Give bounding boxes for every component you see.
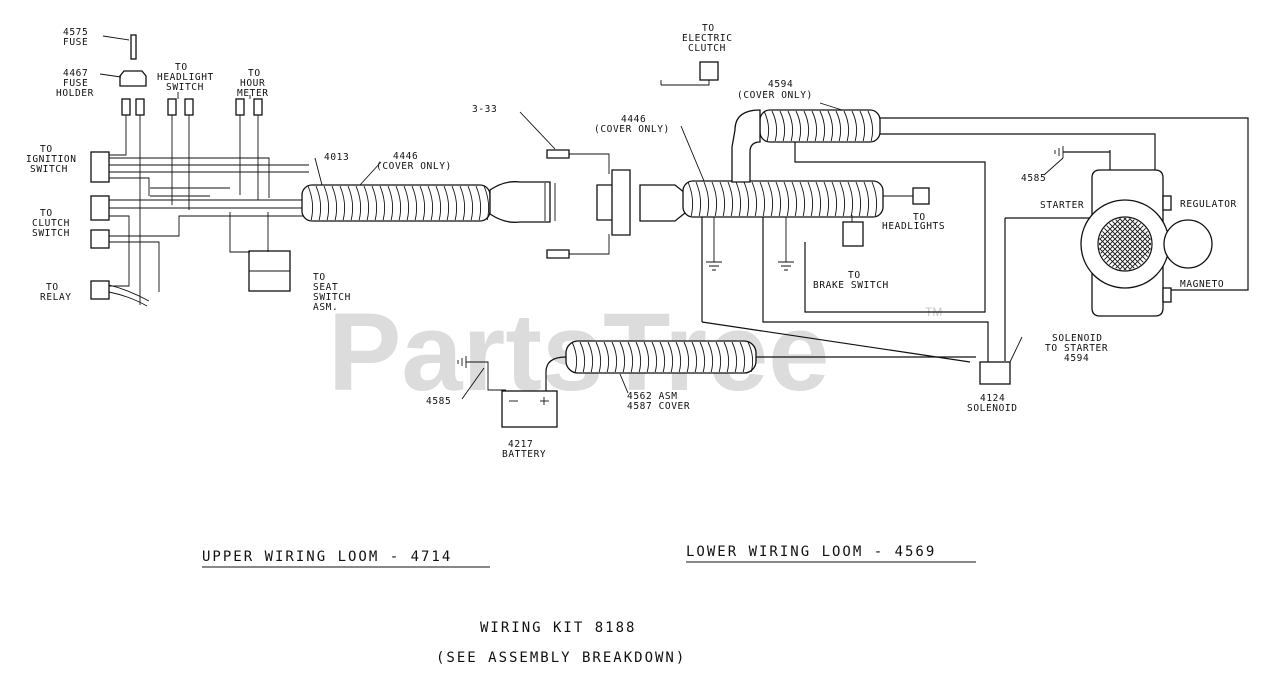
label-sol-starter-l1: SOLENOID (1052, 333, 1103, 344)
label-battery-cable-l2: 4587 COVER (627, 401, 690, 412)
label-battery-ground: 4585 (426, 396, 451, 407)
label-upper-cover-note: (COVER ONLY) (376, 161, 452, 172)
upper-coil-harness (301, 157, 556, 223)
label-ground-top: 4585 (1021, 173, 1046, 184)
label-regulator: REGULATOR (1180, 199, 1237, 210)
screws (519, 111, 610, 259)
label-fuse-num: 4575 (63, 27, 88, 38)
label-headlight-l3: SWITCH (166, 82, 204, 93)
fuse (102, 34, 137, 60)
label-clutch-electric-l1: TO (702, 23, 715, 34)
label-ignition-l2: IGNITION (26, 154, 77, 165)
title-kit: WIRING KIT 8188 (480, 620, 636, 636)
label-sol-starter-l3: 4594 (1064, 353, 1089, 364)
fuse-holder (99, 70, 147, 87)
label-solenoid-name: SOLENOID (967, 403, 1018, 414)
title-lower-loom: LOWER WIRING LOOM - 4569 (686, 544, 936, 560)
label-clutch-l1: TO (40, 208, 53, 219)
label-magneto: MAGNETO (1180, 279, 1224, 290)
label-solenoid-num: 4124 (980, 393, 1005, 404)
label-hour-meter-l3: METER (237, 88, 269, 99)
ground-symbols (706, 217, 794, 271)
label-lower-cover-note: (COVER ONLY) (594, 124, 670, 135)
label-fuse-name: FUSE (63, 37, 88, 48)
label-battery-num: 4217 (508, 439, 533, 450)
label-seat-l3: SWITCH (313, 292, 351, 303)
label-hour-meter-l1: TO (248, 68, 261, 79)
labels: 4575 FUSE 4467 FUSE HOLDER TO HEADLIGHT … (26, 23, 1237, 460)
electric-clutch-connector (660, 61, 719, 86)
label-grommet: 4013 (324, 152, 349, 163)
label-seat-l2: SEAT (313, 282, 338, 293)
label-clutch-l2: CLUTCH (32, 218, 70, 229)
clutch-switch-connector (90, 195, 110, 249)
label-headlight-l2: HEADLIGHT (157, 72, 214, 83)
relay-connector (90, 280, 150, 307)
headlight-switch-connectors (121, 92, 194, 116)
battery-body (501, 390, 558, 428)
label-fuse-holder-l2: HOLDER (56, 88, 94, 99)
label-ignition-l1: TO (40, 144, 53, 155)
seat-switch-connector (248, 250, 291, 292)
label-starter: STARTER (1040, 200, 1084, 211)
label-starter-cover-note: (COVER ONLY) (737, 90, 813, 101)
label-clutch-electric-l2: ELECTRIC (682, 33, 733, 44)
title-upper-loom: UPPER WIRING LOOM - 4714 (202, 549, 452, 565)
title-see: (SEE ASSEMBLY BREAKDOWN) (436, 650, 686, 666)
label-screw: 3-33 (472, 104, 497, 115)
label-upper-cover-num: 4446 (393, 151, 418, 162)
label-headlight-l1: TO (175, 62, 188, 73)
upper-harness-wires (109, 115, 309, 305)
battery-cable (545, 340, 976, 394)
center-plug (596, 169, 686, 236)
solenoid-body (979, 336, 1023, 385)
starter-coil-harness (731, 102, 881, 183)
label-clutch-electric-l3: CLUTCH (688, 43, 726, 54)
label-hour-meter-l2: HOUR (240, 78, 265, 89)
label-fuse-holder-l1: FUSE (63, 78, 88, 89)
label-battery-name: BATTERY (502, 449, 546, 460)
label-battery-cable-l1: 4562 ASM (627, 391, 678, 402)
label-headlights-l1: TO (913, 212, 926, 223)
brake-switch-connector (842, 215, 864, 247)
label-brake-l2: BRAKE SWITCH (813, 280, 889, 291)
ignition-switch-connector (90, 151, 110, 183)
lower-coil-harness (680, 125, 930, 218)
starter-motor (1080, 169, 1213, 317)
label-seat-l4: ASM. (313, 302, 338, 313)
label-brake-l1: TO (848, 270, 861, 281)
label-seat-l1: TO (313, 272, 326, 283)
label-fuse-holder-num: 4467 (63, 68, 88, 79)
battery-ground (457, 356, 506, 400)
label-starter-cover-num: 4594 (768, 79, 793, 90)
label-lower-cover-num: 4446 (621, 114, 646, 125)
label-ignition-l3: SWITCH (30, 164, 68, 175)
label-sol-starter-l2: TO STARTER (1045, 343, 1108, 354)
label-headlights-l2: HEADLIGHTS (882, 221, 945, 232)
titles: UPPER WIRING LOOM - 4714 LOWER WIRING LO… (202, 544, 976, 666)
label-relay-l1: TO (46, 282, 59, 293)
label-relay-l2: RELAY (40, 292, 72, 303)
ground-4585-top (1043, 146, 1064, 176)
label-clutch-l3: SWITCH (32, 228, 70, 239)
